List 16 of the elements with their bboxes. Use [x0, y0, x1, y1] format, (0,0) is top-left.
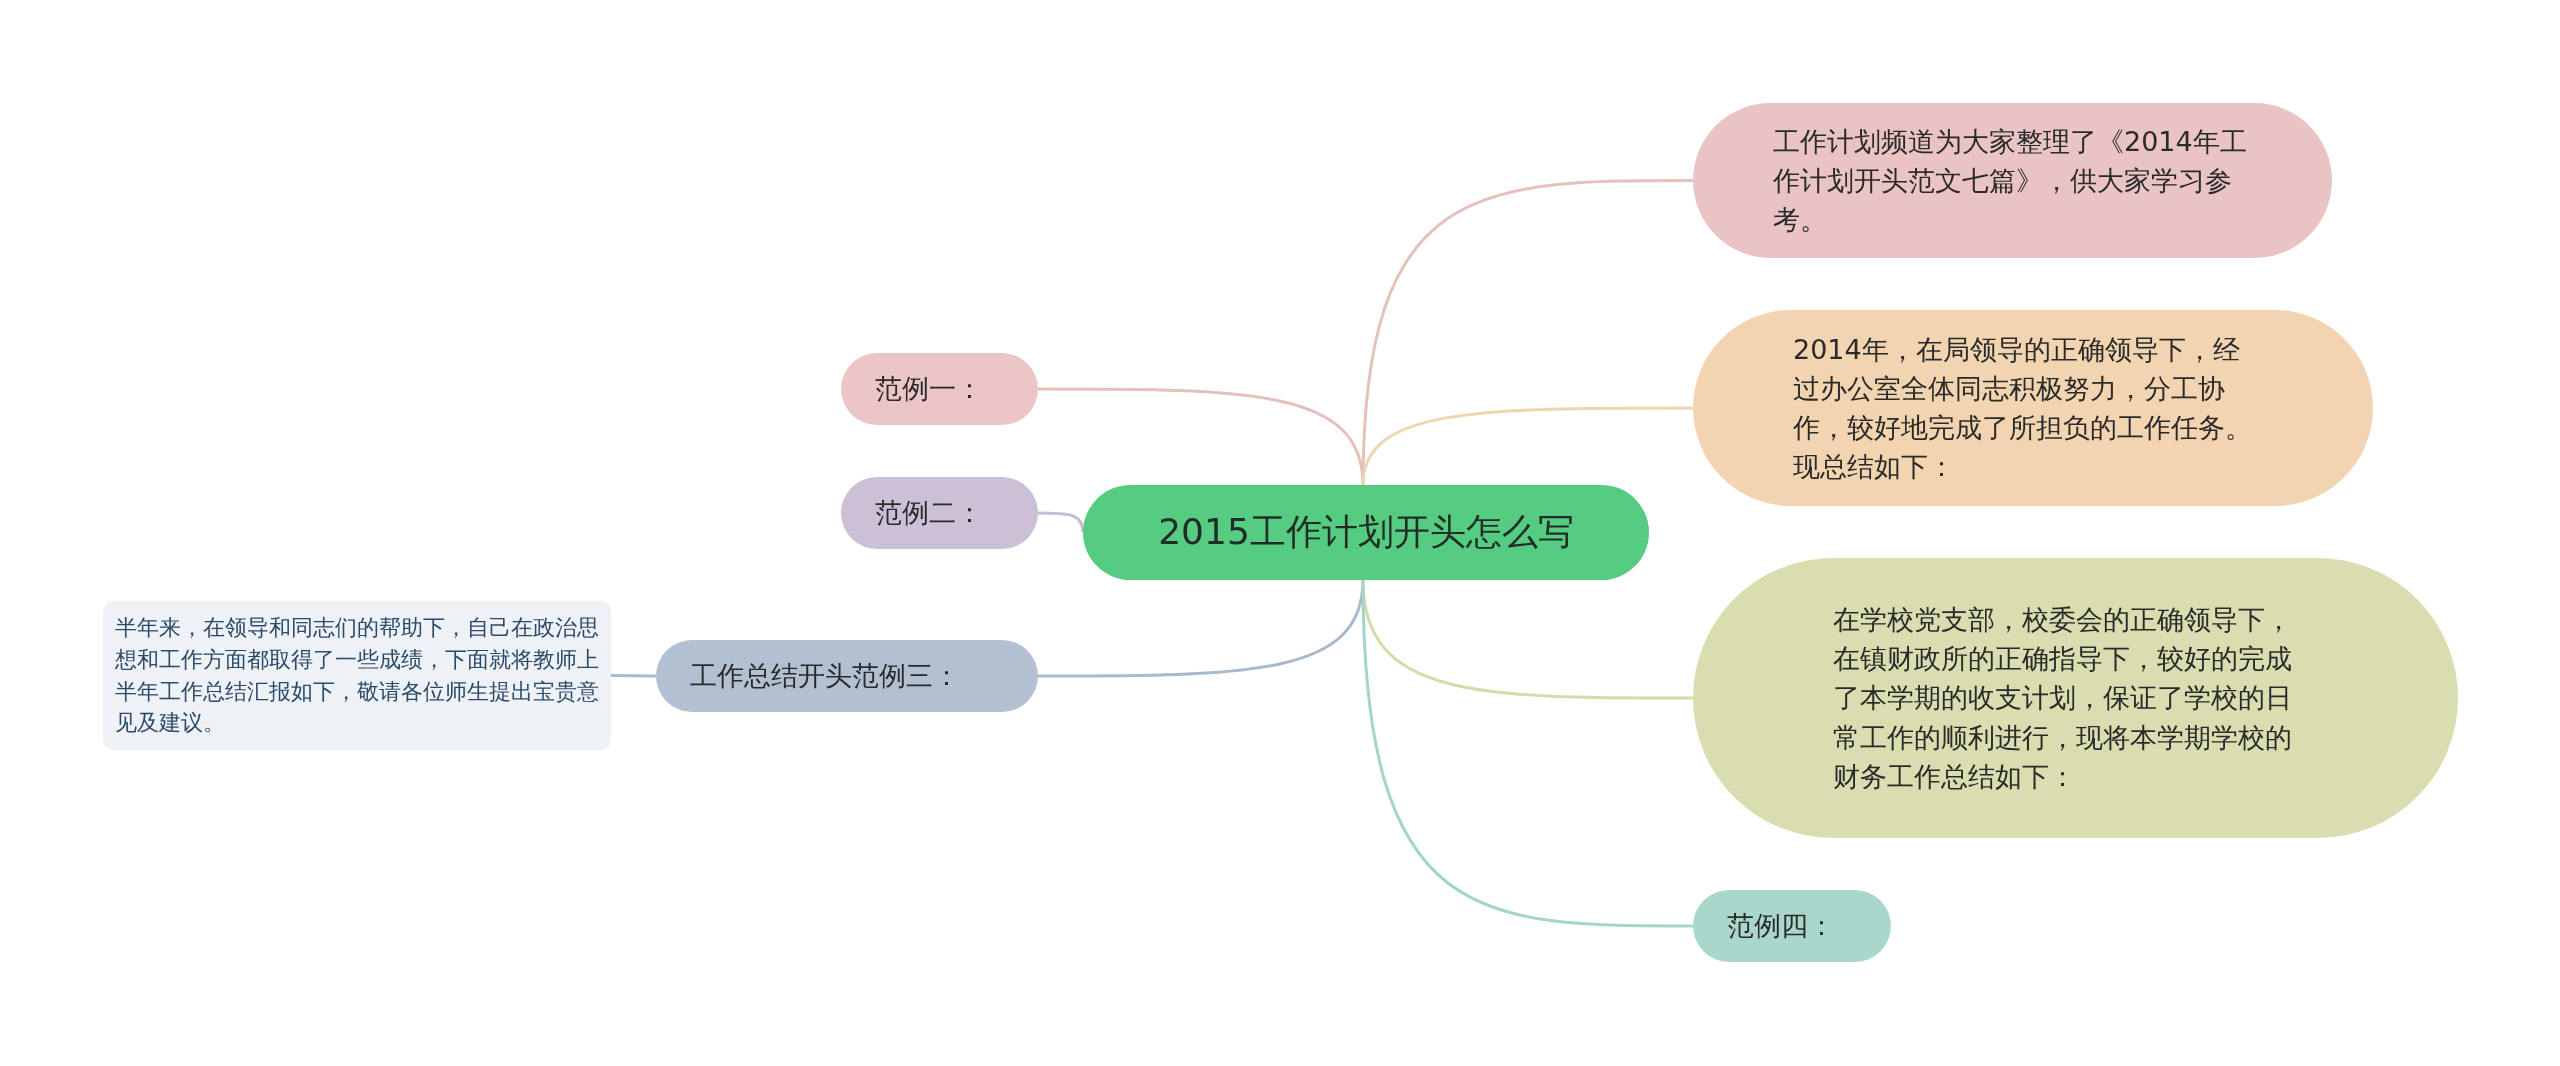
connector-line: [611, 674, 656, 678]
topic-box: 范例一：: [841, 353, 1038, 425]
topic-box: 工作总结开头范例三：: [656, 640, 1038, 712]
connector-line: [1038, 579, 1365, 678]
connector-line: [1038, 511, 1085, 533]
topic-box: 在学校党支部，校委会的正确领导下，在镇财政所的正确指导下，较好的完成了本学期的收支计划，保证了学校的日常工作的顺利进行，现将本学期学校的财务工作总结如下：: [1693, 558, 2458, 838]
connector-line: [1361, 406, 1693, 486]
connector-line: [1038, 387, 1365, 486]
connector-line: [1361, 579, 1693, 928]
topic-box: 2014年，在局领导的正确领导下，经过办公室全体同志积极努力，分工协作，较好地完成了所担负的工作任务。现总结如下：: [1693, 310, 2373, 506]
topic-box: 范例二：: [841, 477, 1038, 549]
connector-line: [1361, 179, 1693, 486]
central-topic-box: 2015工作计划开头怎么写: [1083, 485, 1649, 580]
topic-box: 范例四：: [1693, 890, 1891, 962]
topic-box: 工作计划频道为大家整理了《2014年工作计划开头范文七篇》，供大家学习参考。: [1693, 103, 2332, 258]
note-box: 半年来，在领导和同志们的帮助下，自己在政治思想和工作方面都取得了一些成绩，下面就将教师上半年工作总结汇报如下，敬请各位师生提出宝贵意见及建议。: [103, 601, 611, 750]
